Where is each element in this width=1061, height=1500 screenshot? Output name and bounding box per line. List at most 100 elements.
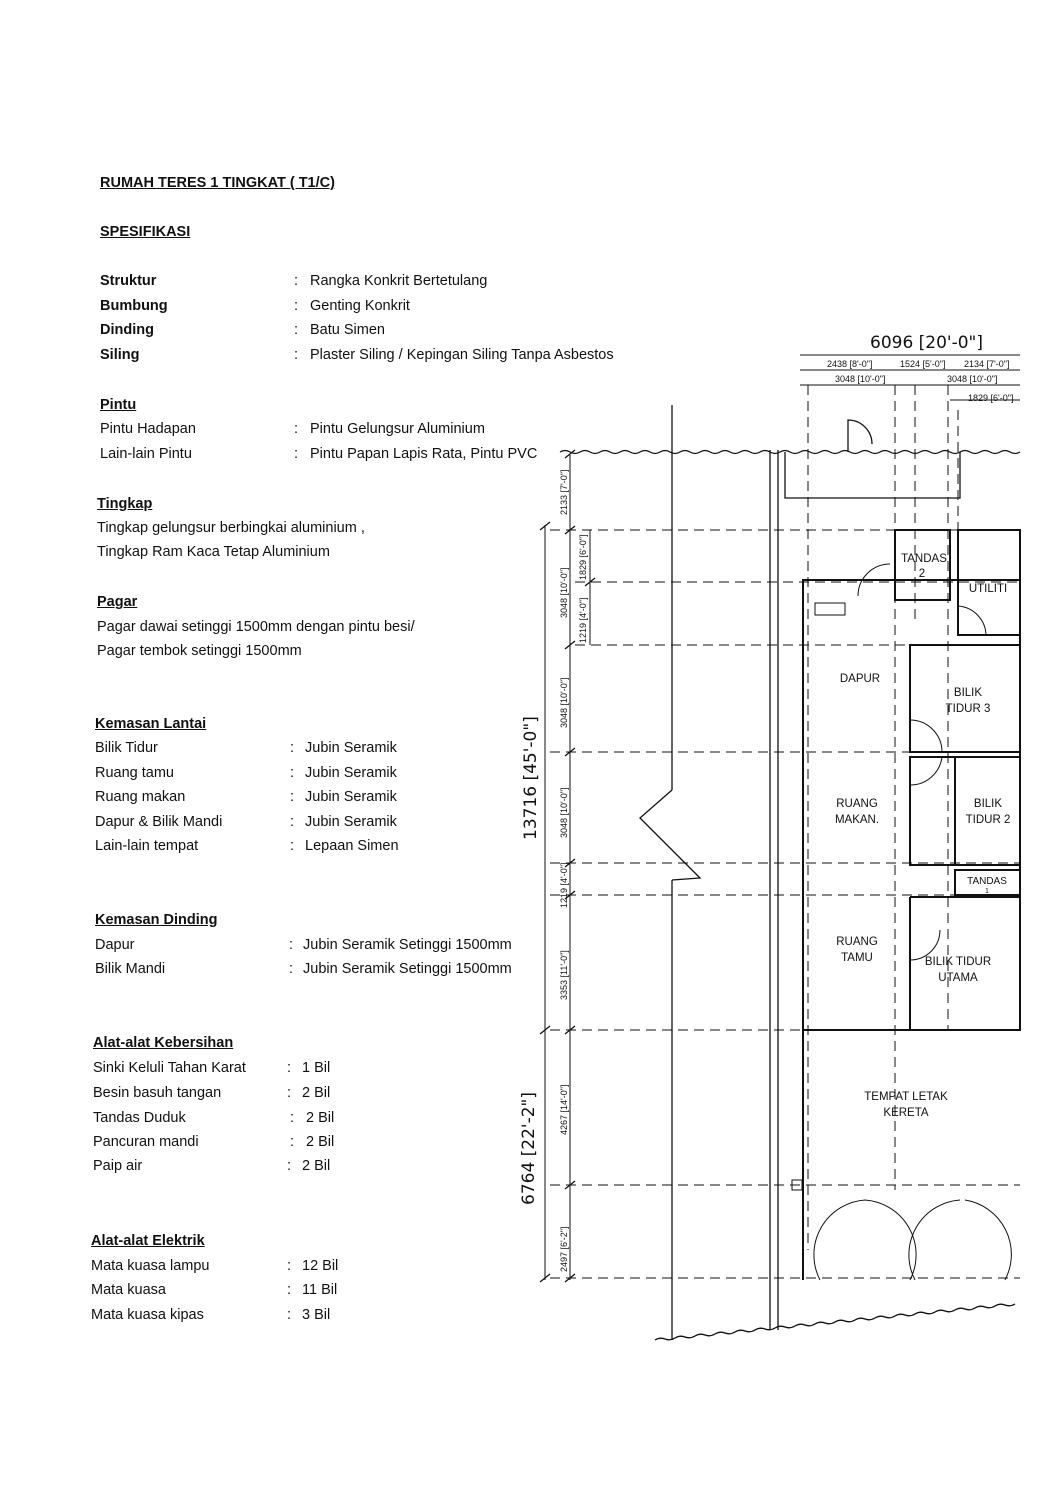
spec-label: Paip air — [93, 1158, 143, 1174]
colon: : — [287, 1282, 292, 1298]
dim-text: 1829 [6'-0"] — [578, 535, 588, 580]
spec-value: Plaster Siling / Kepingan Siling Tanpa A… — [310, 347, 614, 363]
spec-value: 12 Bil — [302, 1258, 339, 1274]
door-swing — [847, 419, 873, 452]
spec-label: Ruang tamu — [95, 765, 174, 781]
room-label-bilik-tidur-2: BILIK — [974, 798, 1002, 810]
spec-label: Ruang makan — [95, 789, 186, 805]
spec-label: Besin basuh tangan — [93, 1085, 222, 1101]
spec-label: Struktur — [100, 273, 157, 289]
dim-text: 3048 [10'-0"] — [559, 678, 569, 728]
dim-text: 4267 [14'-0"] — [559, 1085, 569, 1135]
dim-text: 1524 [5'-0"] — [900, 359, 945, 369]
dim-text: 3353 [11'-0"] — [559, 950, 569, 1000]
colon: : — [294, 446, 299, 462]
spec-label: Bumbung — [100, 298, 168, 314]
colon: : — [290, 838, 295, 854]
room-label-tandas-1-number: 1 — [985, 888, 989, 895]
spec-value: 3 Bil — [302, 1307, 331, 1323]
spec-label: Dapur — [95, 937, 135, 953]
room-label-bilik-tidur-utama-b: UTAMA — [938, 972, 978, 984]
break-line-symbol — [639, 789, 702, 881]
colon: : — [294, 347, 299, 363]
dim-text: 3048 [10'-0"] — [559, 568, 569, 618]
colon: : — [294, 421, 299, 437]
spec-line: Pagar dawai setinggi 1500mm dengan pintu… — [97, 619, 415, 635]
spec-label: Mata kuasa — [91, 1282, 166, 1298]
dim-total-front-depth: 6764 [22'-2"] — [519, 1092, 539, 1205]
colon: : — [290, 814, 295, 830]
spec-value: 2 Bil — [302, 1085, 331, 1101]
section-heading-pagar: Pagar — [97, 594, 138, 610]
spec-value: Batu Simen — [310, 322, 385, 338]
spec-line: Tingkap Ram Kaca Tetap Aluminium — [97, 544, 330, 560]
section-heading-elektrik: Alat-alat Elektrik — [91, 1233, 205, 1249]
room-label-tandas-2-number: 2 — [919, 568, 925, 580]
spec-value: Jubin Seramik — [305, 814, 397, 830]
colon: : — [289, 937, 294, 953]
spec-value: Rangka Konkrit Bertetulang — [310, 273, 488, 289]
spec-label: Bilik Mandi — [95, 961, 166, 977]
plan-lines — [539, 354, 1021, 1341]
room-label-ruang-makan: RUANG — [836, 798, 878, 810]
spec-value: 2 Bil — [302, 1158, 331, 1174]
room-label-tempat-letak-kereta-b: KERETA — [883, 1107, 928, 1119]
colon: : — [287, 1258, 292, 1274]
spec-label: Pancuran mandi — [93, 1134, 199, 1150]
spec-value: 11 Bil — [302, 1282, 338, 1298]
colon: : — [294, 322, 299, 338]
wavy-boundary-bottom — [654, 1303, 1016, 1341]
dim-text: 3048 [10'-0"] — [559, 788, 569, 838]
colon: : — [294, 298, 299, 314]
colon: : — [294, 273, 299, 289]
gate-swing — [813, 1199, 1012, 1281]
colon: : — [290, 1134, 295, 1150]
room-label-ruang-tamu: RUANG — [836, 936, 878, 948]
dim-total-width: 6096 [20'-0"] — [870, 333, 983, 353]
spec-value: Jubin Seramik — [305, 740, 397, 756]
spec-value: 1 Bil — [302, 1060, 331, 1076]
spec-value: Pintu Papan Lapis Rata, Pintu PVC — [310, 446, 538, 462]
spec-label: Tandas Duduk — [93, 1110, 186, 1126]
colon: : — [290, 789, 295, 805]
dim-total-house-depth: 13716 [45'-0"] — [521, 716, 541, 840]
dim-text: 2134 [7'-0"] — [964, 359, 1009, 369]
document-title: RUMAH TERES 1 TINGKAT ( T1/C) — [100, 175, 335, 191]
spec-value: Jubin Seramik Setinggi 1500mm — [303, 937, 512, 953]
colon: : — [287, 1060, 292, 1076]
spec-line: Tingkap gelungsur berbingkai aluminium , — [97, 520, 365, 536]
section-heading-kemasan-dinding: Kemasan Dinding — [95, 912, 218, 928]
room-label-tandas-1: TANDAS — [967, 876, 1007, 887]
colon: : — [290, 765, 295, 781]
spec-value: Pintu Gelungsur Aluminium — [310, 421, 485, 437]
room-label-ruang-tamu-b: TAMU — [841, 952, 873, 964]
colon: : — [287, 1085, 292, 1101]
spec-value: Genting Konkrit — [310, 298, 410, 314]
section-heading-kebersihan: Alat-alat Kebersihan — [93, 1035, 234, 1051]
room-label-utiliti: UTILITI — [969, 583, 1007, 595]
room-label-bilik-tidur-utama: BILIK TIDUR — [925, 956, 991, 968]
colon: : — [287, 1307, 292, 1323]
spec-label: Dinding — [100, 322, 154, 338]
dim-text: 3048 [10'-0"] — [835, 374, 885, 384]
spec-label: Lain-lain tempat — [95, 838, 199, 854]
room-label-bilik-tidur-2-b: TIDUR 2 — [966, 814, 1011, 826]
room-label-bilik-tidur-3-b: TIDUR 3 — [946, 703, 991, 715]
spec-label: Sinki Keluli Tahan Karat — [93, 1060, 246, 1076]
dim-text: 1219 [4'-0"] — [578, 598, 588, 643]
spec-value: Jubin Seramik — [305, 765, 397, 781]
colon: : — [289, 961, 294, 977]
spec-label: Bilik Tidur — [95, 740, 158, 756]
dim-text: 1829 [6'-0"] — [968, 393, 1013, 403]
dim-text: 2133 [7'-0"] — [559, 470, 569, 515]
section-heading-kemasan-lantai: Kemasan Lantai — [95, 716, 207, 732]
spec-label: Dapur & Bilik Mandi — [95, 814, 223, 830]
kitchen-sink-icon — [814, 602, 846, 616]
dim-text: 3048 [10'-0"] — [947, 374, 997, 384]
spec-line: Pagar tembok setinggi 1500mm — [97, 643, 302, 659]
spec-value: Jubin Seramik — [305, 789, 397, 805]
spec-label: Mata kuasa lampu — [91, 1258, 210, 1274]
room-label-ruang-makan-b: MAKAN. — [835, 814, 879, 826]
spec-value: Jubin Seramik Setinggi 1500mm — [303, 961, 512, 977]
colon: : — [287, 1158, 292, 1174]
